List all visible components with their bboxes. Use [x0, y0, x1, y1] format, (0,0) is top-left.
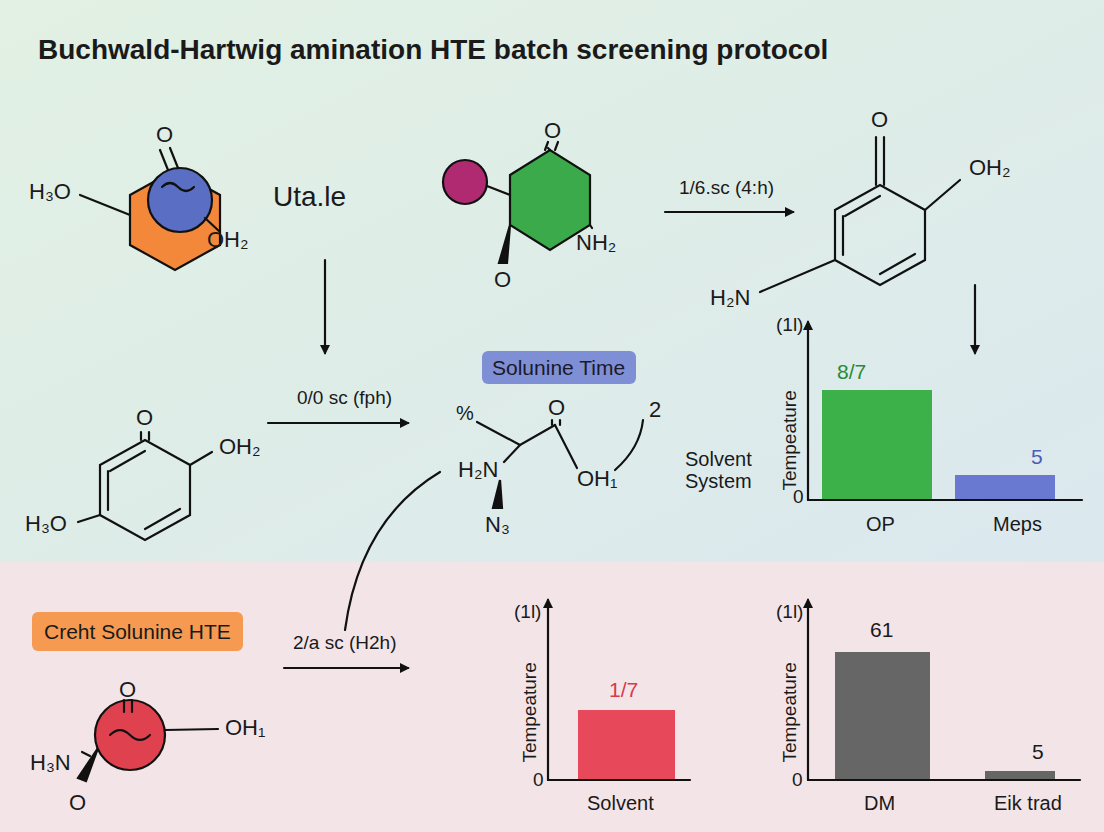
label-box: Creht Solunine HTE: [32, 612, 243, 651]
text-label: H₃N: [30, 751, 71, 775]
text-label: H₂N: [458, 458, 498, 482]
text-label: 8/7: [837, 360, 866, 383]
text-label: 1/7: [609, 678, 638, 701]
text-label: O: [136, 406, 153, 430]
text-label: 2/a sc (H2h): [293, 633, 396, 654]
text-label: O: [156, 123, 173, 147]
text-label: Meps: [993, 513, 1042, 535]
text-label: (1l): [514, 602, 541, 623]
text-label: 5: [1032, 740, 1044, 763]
text-label: %: [456, 402, 474, 424]
text-label: Tempeature: [520, 662, 541, 762]
text-label: O: [871, 108, 888, 132]
text-label: H₃O: [25, 512, 67, 536]
text-label: 0: [793, 487, 804, 508]
text-label: (1l): [776, 602, 803, 623]
text-label: OH₁: [225, 716, 265, 740]
text-label: 1/6.sc (4:h): [679, 178, 774, 199]
text-label: Uta.le: [273, 182, 346, 213]
text-label: OH₂: [219, 435, 261, 459]
box-text: Solunine Time: [492, 355, 626, 380]
text-label: 0: [533, 770, 544, 791]
text-label: O: [69, 791, 86, 815]
text-label: Solvent: [587, 792, 654, 814]
text-label: 0/0 sc (fph): [297, 388, 392, 409]
text-label: Eik trad: [994, 792, 1062, 814]
text-label: H₂N: [710, 286, 750, 310]
title: Buchwald-Hartwig amination HTE batch scr…: [38, 34, 828, 66]
text-label: (1l): [776, 315, 803, 336]
text-label: OP: [866, 513, 895, 535]
label-box: Solunine Time: [482, 351, 636, 384]
text-label: H₃O: [29, 180, 71, 204]
text-label: O: [548, 396, 565, 420]
text-label: DM: [864, 792, 895, 814]
box-text: Creht Solunine HTE: [44, 619, 231, 644]
text-label: OH₂: [207, 228, 249, 252]
text-label: 5: [1031, 445, 1043, 468]
text-label: OH₂: [969, 156, 1011, 180]
text-label: 0: [792, 770, 803, 791]
text-label: OH₁: [577, 467, 617, 491]
text-label: 61: [870, 618, 893, 641]
text-label: Tempeature: [780, 662, 801, 762]
text-label: O: [119, 678, 136, 702]
text-label: Solvent System: [685, 448, 765, 492]
text-label: 2: [649, 398, 661, 422]
text-label: O: [544, 119, 561, 143]
text-label: Tempeature: [780, 390, 801, 490]
text-label: NH₂: [576, 231, 616, 255]
text-label: N₃: [485, 513, 510, 537]
text-label: O: [494, 268, 511, 292]
